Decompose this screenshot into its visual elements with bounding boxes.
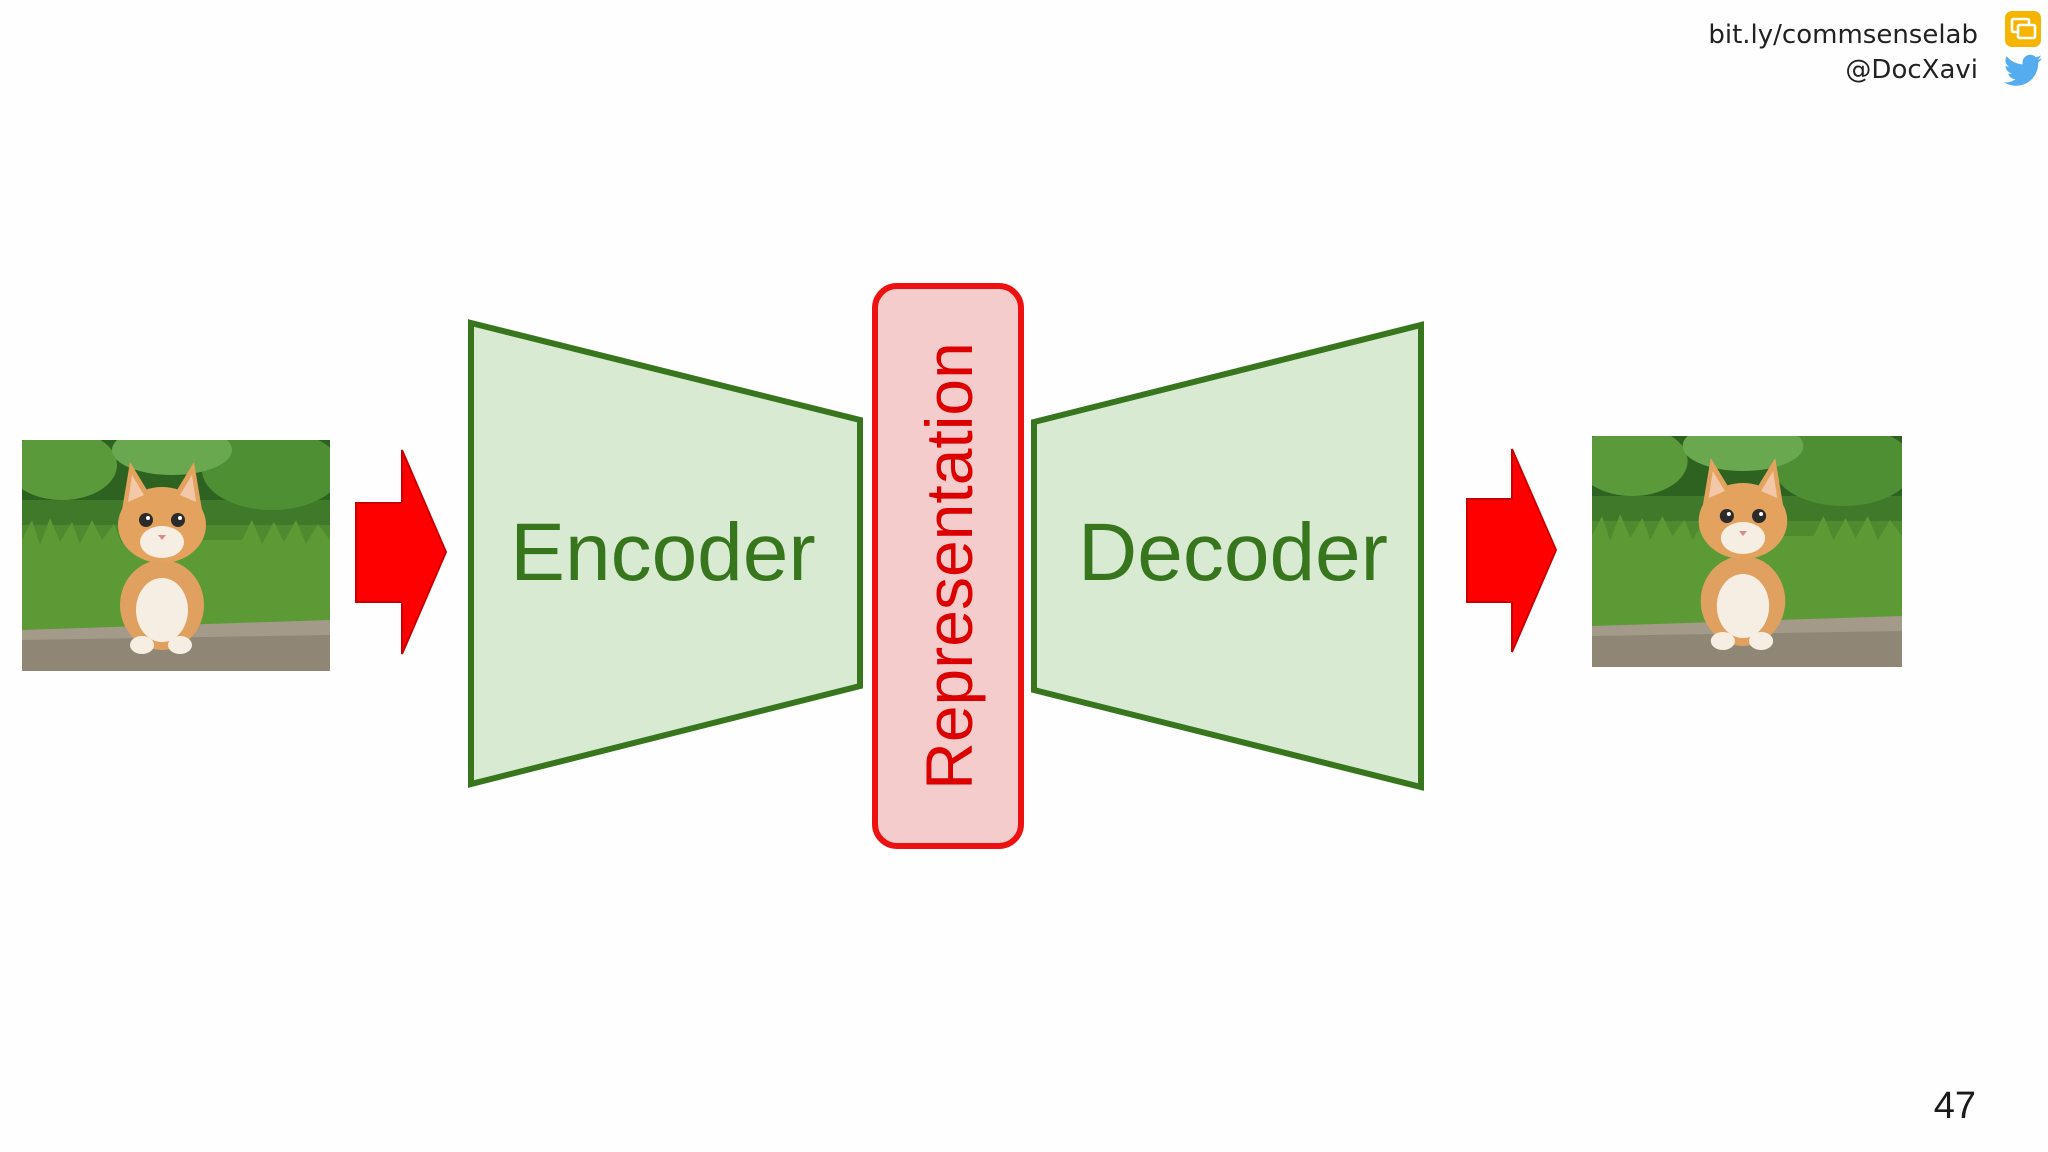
input-arrow bbox=[355, 449, 448, 655]
encoder-label: Encoder bbox=[510, 507, 815, 598]
kitten-photo-illustration bbox=[22, 440, 330, 671]
input-kitten-image bbox=[22, 440, 330, 671]
output-arrow bbox=[1466, 448, 1558, 653]
header-link[interactable]: bit.ly/commsenselab bbox=[1708, 20, 1978, 50]
output-kitten-image bbox=[1592, 436, 1902, 667]
representation-label: Representation bbox=[912, 342, 986, 790]
decoder-block bbox=[1031, 321, 1424, 791]
kitten-photo-illustration bbox=[1592, 436, 1902, 667]
header-handle[interactable]: @DocXavi bbox=[1845, 55, 1978, 85]
google-slides-icon bbox=[2005, 11, 2041, 47]
encoder-block bbox=[468, 319, 863, 788]
representation-block bbox=[872, 283, 1024, 849]
decoder-label: Decoder bbox=[1078, 507, 1388, 598]
page-number: 47 bbox=[1933, 1085, 1976, 1127]
twitter-bird-icon bbox=[2003, 54, 2043, 86]
